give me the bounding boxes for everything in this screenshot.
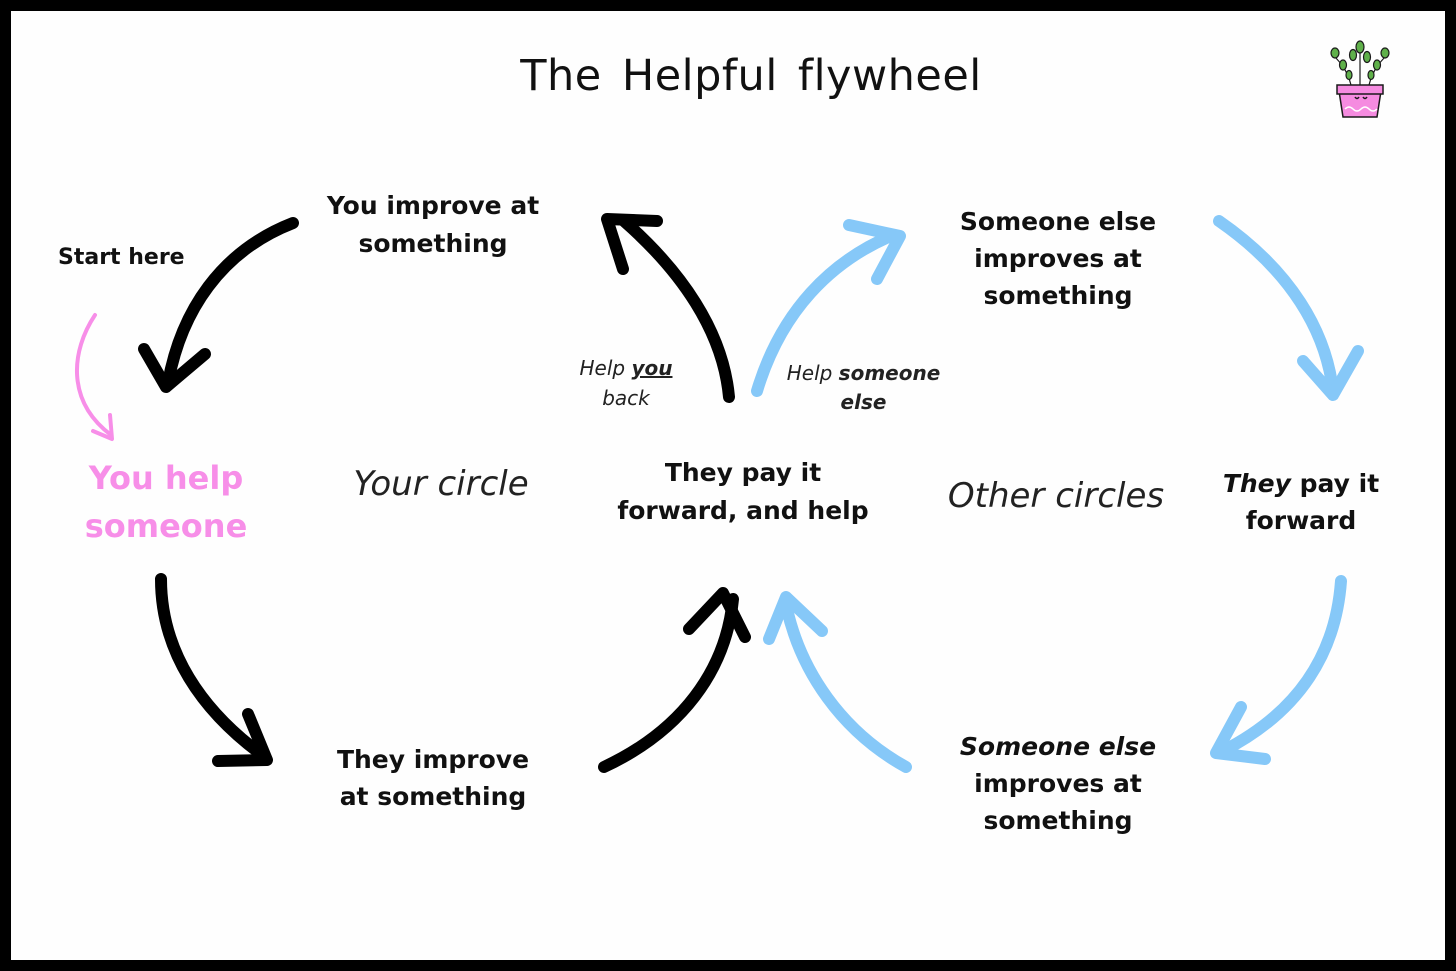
someone-else-top-line-2: improves at [974,244,1142,273]
pay-forward-line-1: They pay it [664,458,822,487]
you-help-line-2: someone [84,507,248,545]
potted-plant-icon [1330,40,1390,118]
you-help-line-1: You help [88,459,244,497]
flywheel-arrows [74,213,1364,773]
arrow-to-you-help [162,217,299,389]
they-improve-line-2: at something [339,782,527,811]
your-circle-label: Your circle [353,464,529,504]
arrow-to-you-improve [618,215,735,403]
help-someone-else-pre: Help [786,361,839,385]
someone-else-improves-top-node: Someone else improves at something [938,203,1178,314]
someone-else-top-line-3: something [983,281,1133,310]
arrow-to-someone-else-bottom [1217,575,1347,757]
someone-else-top-line-1: Someone else [959,207,1157,236]
arrow-to-someone-else-top-head [843,219,906,285]
help-you-back-post: back [602,386,650,410]
you-improve-node: You improve at something [303,187,563,263]
help-someone-else-post: else [840,390,887,414]
start-here-label: Start here [58,245,185,270]
help-someone-else-emphasis: someone [838,361,941,385]
page-title: The Helpful flywheel [520,51,982,101]
arrow-to-they-improve-head [212,708,273,767]
arrow-to-you-help-head [138,343,211,393]
they-pay-forward-node: They pay it forward [1201,465,1401,539]
arrow-to-they-pay-forward [1213,215,1339,397]
help-you-back-pre: Help [579,356,632,380]
arrow-to-someone-else-bottom-head [1210,701,1271,765]
arrow-back-to-pay-forward-head [763,591,828,645]
arrow-to-pay-forward [598,593,739,773]
they-pay-forward-line-2: forward [1245,506,1357,535]
arrow-to-someone-else-top [751,229,899,397]
someone-else-bottom-line-1: Someone else [959,732,1157,761]
they-improve-node: They improve at something [303,741,563,815]
someone-else-improves-bottom-node: Someone else improves at something [938,728,1178,839]
arrow-to-pay-forward-head [683,587,751,643]
someone-else-bottom-line-3: something [983,806,1133,835]
help-you-back-emphasis: you [631,356,673,380]
start-arrow [74,313,113,437]
pay-it-forward-node: They pay it forward, and help [608,454,878,530]
help-you-back-label: Help you back [566,353,686,413]
help-someone-else-label: Help someone else [781,359,946,417]
arrow-back-to-pay-forward [781,603,912,773]
you-help-someone-node: You help someone [46,454,286,550]
someone-else-bottom-line-2: improves at [974,769,1142,798]
they-improve-line-1: They improve [336,745,530,774]
diagram-canvas: The Helpful flywheel Start here You help [11,11,1445,960]
pay-forward-line-2: forward, and help [617,496,869,525]
arrow-to-they-improve [155,573,271,763]
you-improve-line-2: something [358,229,508,258]
other-circles-label: Other circles [947,476,1165,516]
they-pay-forward-emphasis: They [1222,469,1291,498]
arrow-to-they-pay-forward-head [1297,345,1364,401]
you-improve-line-1: You improve at [326,191,540,220]
they-pay-forward-rest: pay it [1290,469,1380,498]
arrow-to-you-improve-head [601,213,663,275]
start-arrow-head [91,413,114,441]
